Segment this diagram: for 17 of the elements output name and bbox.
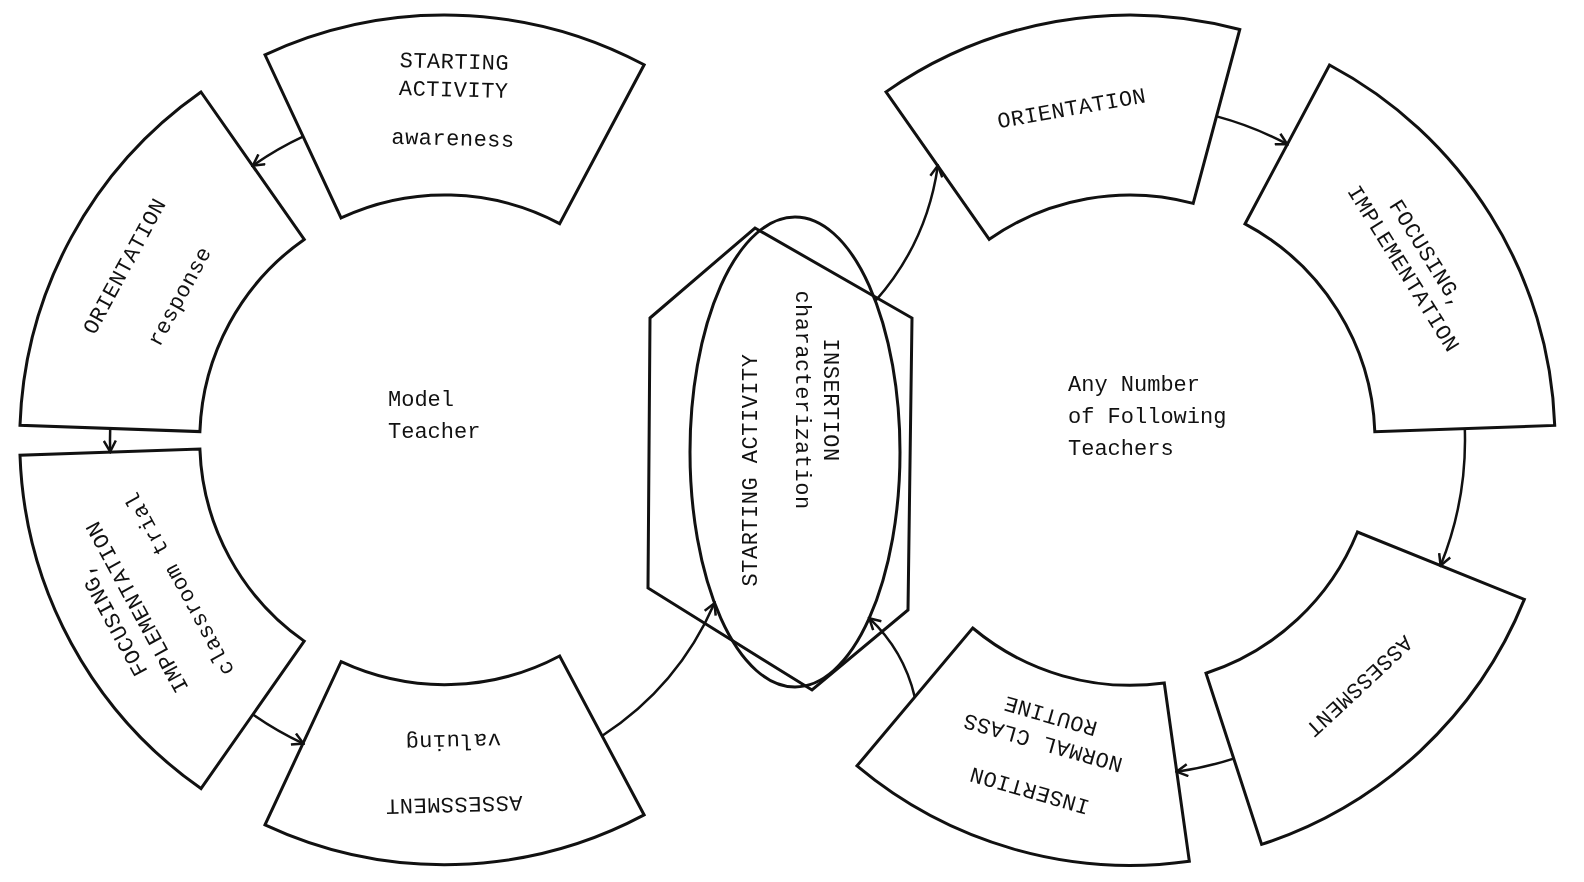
arrow bbox=[868, 616, 916, 697]
arrow bbox=[1437, 428, 1467, 567]
arrow bbox=[252, 713, 305, 746]
arrow bbox=[102, 428, 118, 453]
arrow bbox=[601, 601, 717, 737]
center-label: Model Teacher bbox=[388, 387, 482, 447]
segment-heading: ASSESSMENT bbox=[384, 787, 525, 820]
segment-heading: STARTING ACTIVITY bbox=[738, 352, 766, 589]
segment-heading: STARTING ACTIVITY bbox=[398, 48, 511, 107]
arrow bbox=[1175, 757, 1234, 778]
arrow bbox=[1216, 115, 1289, 146]
segment-text: valuing bbox=[403, 725, 503, 756]
arrow bbox=[874, 164, 944, 302]
center-label: Any Number of Following Teachers bbox=[1068, 372, 1228, 464]
segment-text: INSERTION characterization bbox=[788, 289, 843, 512]
segment-text: awareness bbox=[389, 124, 516, 156]
arrow bbox=[251, 135, 304, 167]
